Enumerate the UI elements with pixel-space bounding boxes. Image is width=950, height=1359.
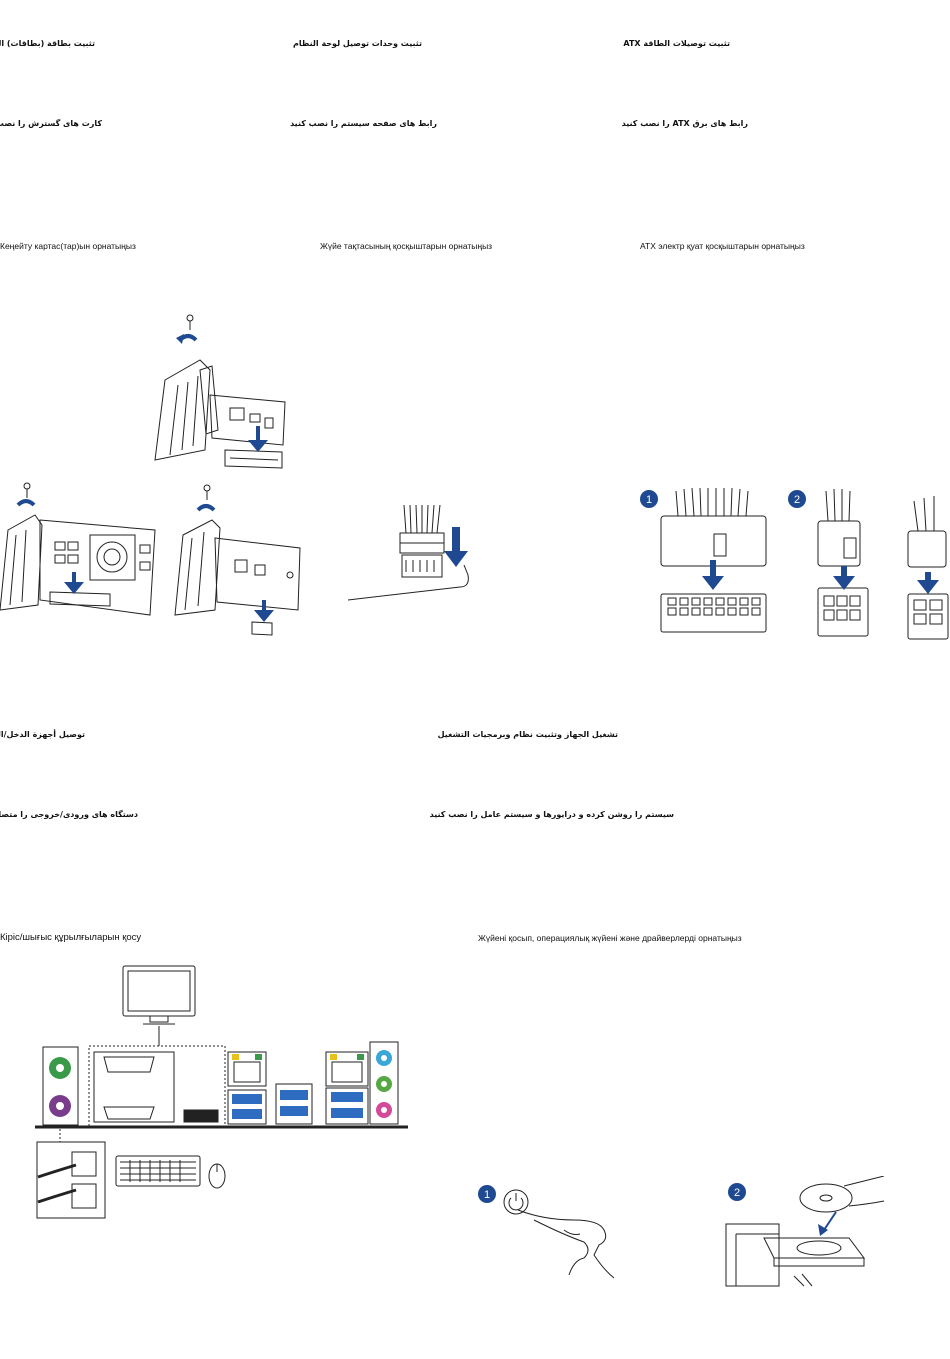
atx-step-1: 1 bbox=[646, 494, 652, 506]
expansion-title-arabic: تثبيت بطاقة (بطاقات) التوسعة bbox=[0, 39, 95, 48]
expansion-card-illustration bbox=[0, 314, 301, 636]
atx-title-arabic: تثبيت توصيلات الطاقة ATX bbox=[623, 39, 730, 48]
system-panel-title-kazakh: Жүйе тақтасының қосқыштарын орнатыңыз bbox=[320, 241, 493, 251]
install-disc-illustration: 2 bbox=[725, 1176, 885, 1287]
io-title-kazakh: Кіріс/шығыс құрылғыларын қосу bbox=[0, 932, 142, 943]
power-button-illustration: 1 bbox=[478, 1185, 615, 1279]
disc-icon bbox=[799, 1183, 853, 1213]
system-panel-title-farsi: رابط های صفحه سیستم را نصب کنید bbox=[290, 119, 437, 128]
power-step-1: 1 bbox=[484, 1189, 490, 1201]
screw-icon bbox=[23, 482, 31, 498]
power-title-farsi: سیستم را روشن کرده و درایورها و سیستم عا… bbox=[429, 810, 674, 819]
mouse-icon bbox=[208, 1163, 226, 1189]
io-title-arabic: توصيل أجهزة الدخل/الخرج bbox=[0, 730, 85, 739]
screw-icon bbox=[186, 314, 194, 330]
atx-step-2: 2 bbox=[794, 494, 800, 506]
atx-title-kazakh: ATX электр қуат қосқыштарын орнатыңыз bbox=[640, 241, 805, 251]
io-rear-panel-illustration bbox=[35, 965, 408, 1219]
atx-connector-illustration: 1 2 bbox=[640, 487, 949, 640]
power-step-2: 2 bbox=[734, 1187, 740, 1199]
power-title-arabic: تشغيل الجهاز وتثبيت نظام وبرمجيات التشغي… bbox=[437, 730, 618, 739]
system-panel-title-arabic: تثبيت وحدات توصيل لوحة النظام bbox=[292, 39, 422, 48]
keyboard-icon bbox=[115, 1155, 201, 1187]
expansion-title-farsi: کارت های گسترش را نصب کنید bbox=[0, 119, 102, 128]
system-panel-connector-illustration bbox=[348, 505, 469, 601]
io-title-farsi: دستگاه های ورودی/خروجی را متصل نمایید bbox=[0, 810, 138, 819]
monitor-icon bbox=[122, 965, 196, 1046]
atx-title-farsi: رابط های برق ATX را نصب کنید bbox=[621, 119, 748, 128]
screw-icon bbox=[203, 484, 211, 500]
power-title-kazakh: Жүйені қосып, операциялық жүйені және др… bbox=[478, 933, 742, 943]
power-icon bbox=[503, 1189, 529, 1215]
expansion-title-kazakh: Кеңейту картас(тар)ын орнатыңыз bbox=[0, 241, 136, 251]
